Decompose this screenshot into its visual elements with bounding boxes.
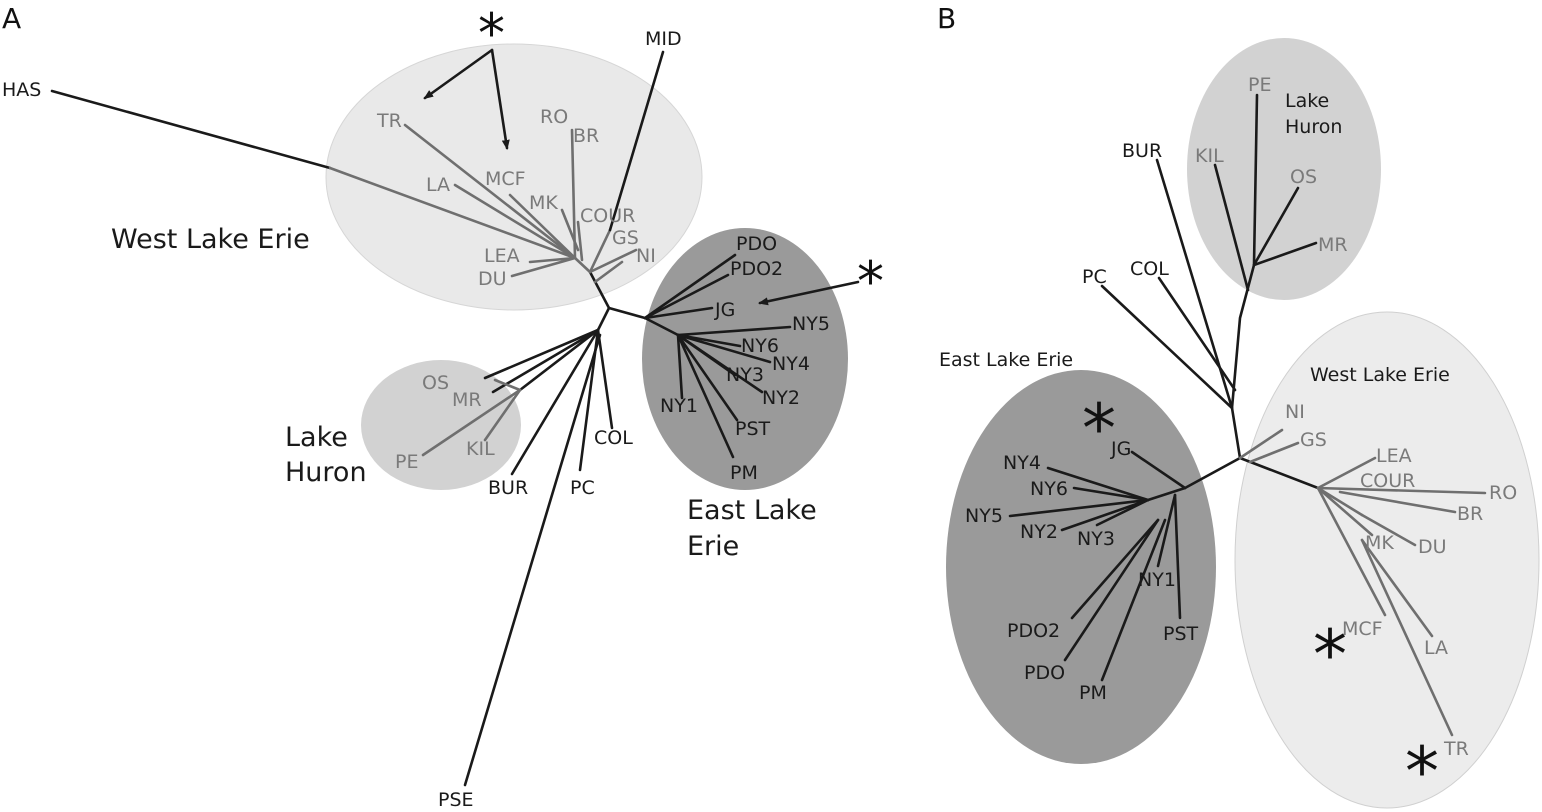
taxon-label: PE <box>1248 74 1271 96</box>
taxon-label: COUR <box>1360 470 1415 492</box>
taxon-label: PDO <box>1024 662 1065 684</box>
taxon-label: NI <box>636 245 656 267</box>
taxon-label: JG <box>714 299 735 321</box>
taxon-label: PM <box>730 462 758 484</box>
taxon-label: KIL <box>1195 145 1224 167</box>
taxon-label: LA <box>426 174 450 196</box>
taxon-label: PDO <box>736 233 777 255</box>
east-lake-erie-region-b <box>946 370 1216 764</box>
group-label-lake-b: Lake <box>1285 90 1329 112</box>
taxon-label: NI <box>1285 401 1305 423</box>
panel-a: * * A West Lake Erie Lake Huron East Lak… <box>2 2 884 811</box>
taxon-label: PDO2 <box>730 258 783 280</box>
taxon-label: MCF <box>485 168 526 190</box>
taxon-label: MID <box>645 28 682 50</box>
taxon-label: BUR <box>1122 140 1162 162</box>
taxon-label: NY1 <box>1138 569 1176 591</box>
taxon-label: COL <box>1130 258 1169 280</box>
taxon-label: DU <box>478 268 507 290</box>
asterisk-jg-b: * <box>1082 390 1116 469</box>
taxon-label: MK <box>529 192 558 214</box>
asterisk-east-a: * <box>857 250 884 313</box>
taxon-label: COUR <box>580 205 635 227</box>
taxon-label: KIL <box>466 438 495 460</box>
taxon-label: PC <box>1082 266 1107 288</box>
taxon-label: PST <box>1163 623 1199 645</box>
taxon-label: NY5 <box>792 313 830 335</box>
group-label-erie-a: Erie <box>687 531 739 562</box>
taxon-label: PDO2 <box>1007 620 1060 642</box>
taxon-label: OS <box>422 372 449 394</box>
taxon-label: TR <box>1443 738 1469 760</box>
arrow-to-tr-a <box>423 48 494 100</box>
taxon-label: MCF <box>1342 618 1383 640</box>
taxon-label: NY2 <box>1020 521 1058 543</box>
group-label-east-lake-a: East Lake <box>687 495 817 526</box>
taxon-label: PE <box>395 451 418 473</box>
taxon-label: GS <box>612 227 639 249</box>
lake-huron-region-b <box>1187 38 1381 300</box>
taxon-label: TR <box>376 110 402 132</box>
tree-b-branches <box>1008 93 1487 737</box>
panel-b: * * * B Lake Huron East Lake Erie West L… <box>937 2 1540 812</box>
taxon-label: NY6 <box>741 335 779 357</box>
taxon-label: NY4 <box>1003 452 1041 474</box>
panel-letter-a: A <box>2 2 21 35</box>
taxon-label: BR <box>573 125 599 147</box>
west-lake-erie-region-a <box>325 43 703 311</box>
group-label-huron-b: Huron <box>1285 116 1342 138</box>
taxon-label: NY1 <box>660 395 698 417</box>
taxon-label: MR <box>452 389 482 411</box>
arrow-to-mcf-a <box>490 48 510 150</box>
taxon-label: COL <box>594 427 633 449</box>
taxon-label: RO <box>1489 482 1517 504</box>
group-label-huron-a: Huron <box>285 457 367 488</box>
group-label-lake-a: Lake <box>285 422 348 453</box>
taxon-label: BR <box>1457 503 1483 525</box>
taxon-label: LEA <box>1376 445 1412 467</box>
taxon-label: DU <box>1418 536 1447 558</box>
taxon-label: MK <box>1365 532 1394 554</box>
taxon-label: OS <box>1290 166 1317 188</box>
taxon-label: MR <box>1318 234 1348 256</box>
taxon-label: NY6 <box>1030 478 1068 500</box>
group-label-east-lake-erie-b: East Lake Erie <box>939 349 1073 371</box>
taxon-label: GS <box>1300 429 1327 451</box>
tree-a-branches <box>50 50 792 787</box>
taxon-label: RO <box>540 106 568 128</box>
taxon-label: PM <box>1079 682 1107 704</box>
taxon-label: NY4 <box>772 353 810 375</box>
asterisk-top-a: * <box>478 2 505 65</box>
panel-letter-b: B <box>937 2 956 35</box>
asterisk-tr-b: * <box>1405 733 1439 812</box>
taxon-label: NY3 <box>726 364 764 386</box>
group-label-west-lake-erie-b: West Lake Erie <box>1310 364 1450 386</box>
taxon-label: HAS <box>2 79 41 101</box>
taxon-labels-b: PE KIL OS MR BUR PC COL JG NY4 NY6 NY5 N… <box>965 74 1517 760</box>
group-label-west-lake-erie-a: West Lake Erie <box>111 224 310 255</box>
taxon-labels-a: HAS MID TR RO BR LA MCF MK COUR GS NI LE… <box>2 28 830 811</box>
taxon-label: BUR <box>488 477 528 499</box>
taxon-label: NY2 <box>762 387 800 409</box>
west-lake-erie-region-b <box>1234 311 1540 809</box>
taxon-label: NY3 <box>1077 528 1115 550</box>
taxon-label: JG <box>1110 438 1131 460</box>
lake-huron-region-a <box>361 360 521 490</box>
arrow-to-jg-a <box>758 280 860 306</box>
taxon-label: LEA <box>484 245 520 267</box>
taxon-label: PC <box>570 477 595 499</box>
asterisk-mcf-b: * <box>1313 616 1347 695</box>
taxon-label: NY5 <box>965 505 1003 527</box>
taxon-label: LA <box>1424 637 1448 659</box>
taxon-label: PSE <box>438 789 474 811</box>
taxon-label: PST <box>735 418 771 440</box>
